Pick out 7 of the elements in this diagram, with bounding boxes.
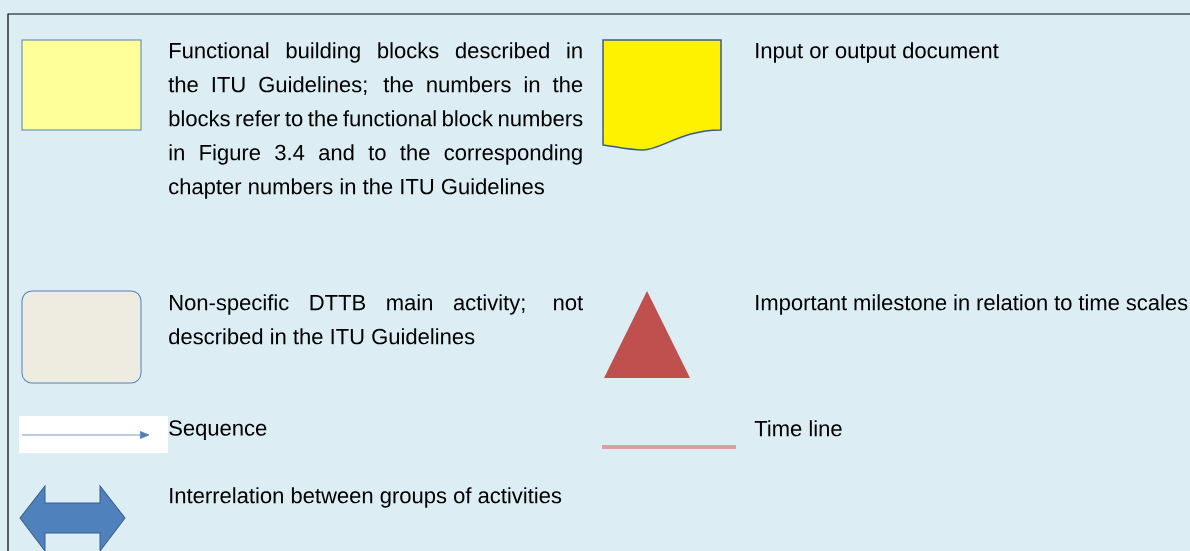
legend-text: Non-specific DTTB main activity; not described in the ITU Guidelines <box>169 294 583 345</box>
legend-text: Sequence <box>169 420 267 441</box>
legend-text: Input or output document <box>756 42 999 63</box>
legend-text: Time line <box>754 420 842 437</box>
legend-text: Interrelation between groups of activities <box>170 487 562 508</box>
legend-text: Important milestone in relation to time scales <box>756 294 1188 315</box>
legend-text: Functional building blocks described in the ITU Guidelines; the numbers in the blocks refer to the functional block numbers in Figure 3.4 and to the corresponding chapter numbers in the ITU Guidelines <box>168 42 583 199</box>
